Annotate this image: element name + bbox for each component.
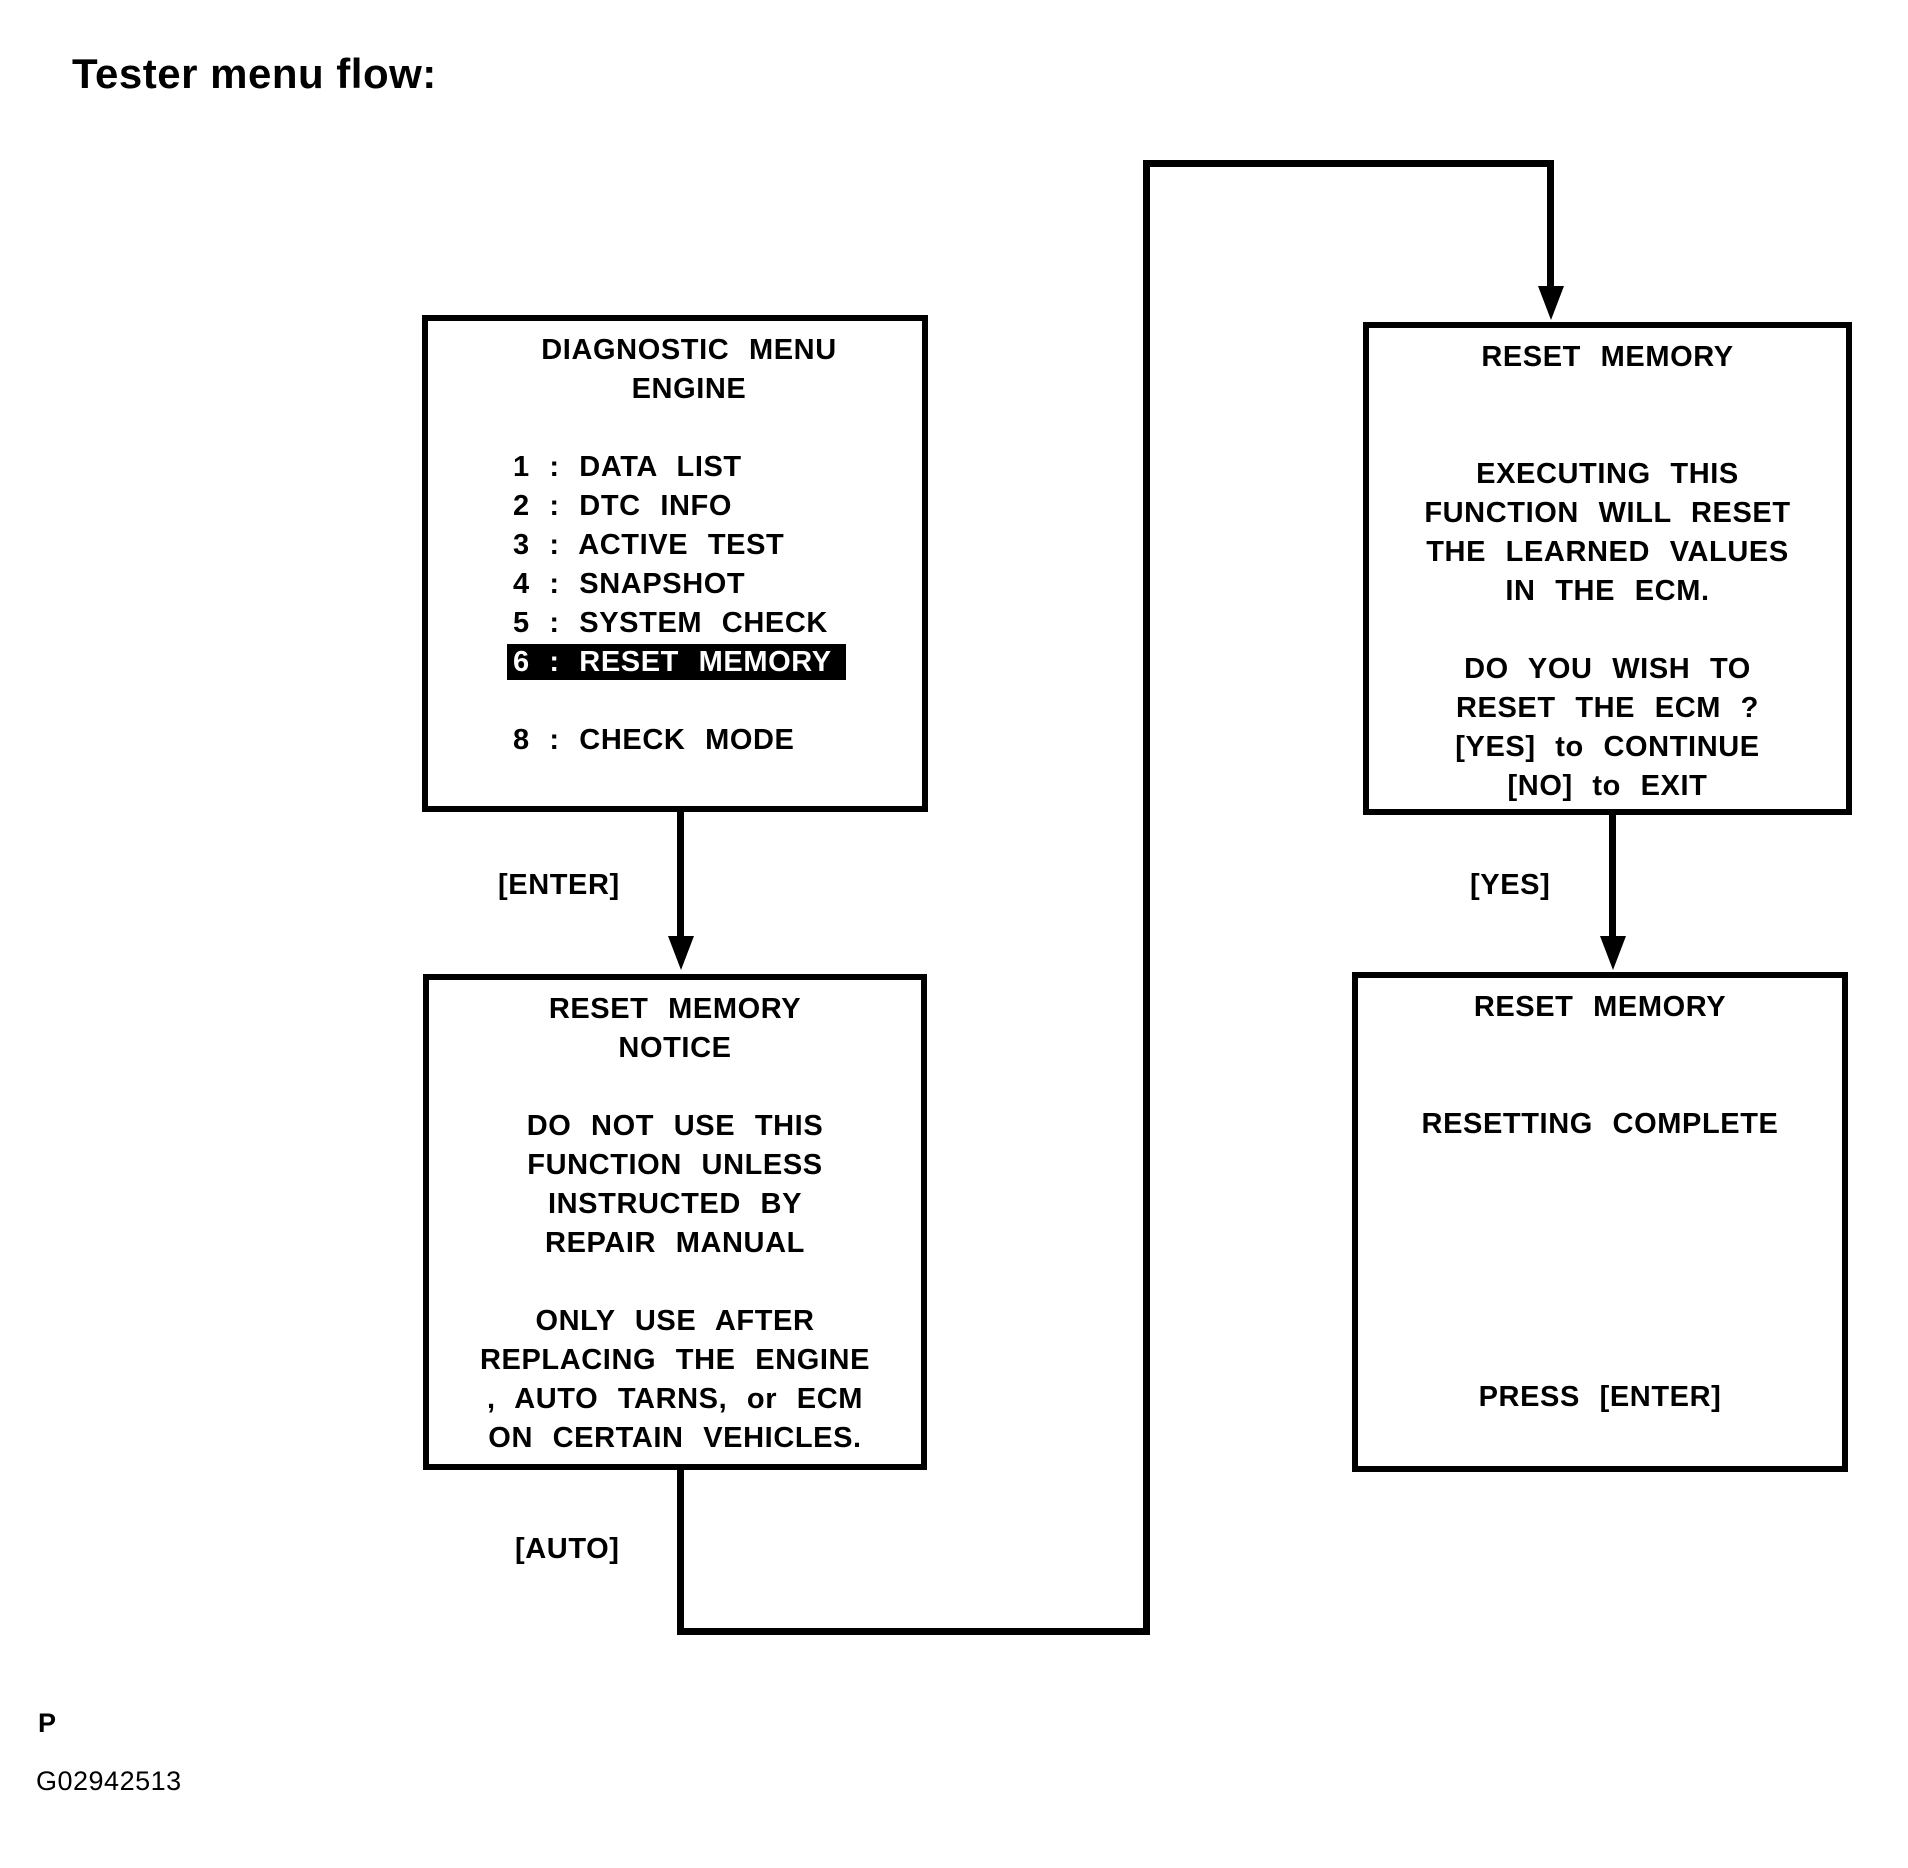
edge-label-enter: [ENTER]	[498, 869, 620, 901]
screen-reset-notice: RESET MEMORY NOTICE DO NOT USE THIS FUNC…	[423, 974, 927, 1470]
notice-text-line: FUNCTION UNLESS	[527, 1149, 823, 1181]
selected-item-highlight: 6 : RESET MEMORY	[507, 644, 846, 680]
blank-line	[1369, 377, 1846, 416]
menu-item-active-test: 3 : ACTIVE TEST	[513, 529, 785, 561]
menu-item-snapshot: 4 : SNAPSHOT	[513, 568, 746, 600]
screen-title-line: DIAGNOSTIC MENU	[541, 334, 837, 366]
blank-line	[1358, 1261, 1842, 1300]
flow-line-notice-across	[677, 1628, 1150, 1635]
edge-label-yes: [YES]	[1470, 869, 1551, 901]
confirm-text-line: IN THE ECM.	[1505, 575, 1710, 607]
blank-line	[428, 682, 922, 721]
confirm-prompt-line: RESET THE ECM ?	[1455, 692, 1759, 724]
notice-text-line: ON CERTAIN VEHICLES.	[488, 1422, 862, 1454]
blank-line	[1358, 1339, 1842, 1378]
confirm-prompt-line: [NO] to EXIT	[1507, 770, 1708, 802]
menu-item-reset-memory-selected: 6 : RESET MEMORY	[428, 643, 922, 682]
blank-line	[429, 1263, 921, 1302]
screen-diagnostic-menu: DIAGNOSTIC MENU ENGINE 1 : DATA LIST 2 :…	[422, 315, 928, 812]
screen-reset-complete: RESET MEMORY RESETTING COMPLETE PRESS [E…	[1352, 972, 1848, 1472]
footer-figure-code: G02942513	[36, 1766, 182, 1796]
confirm-text-line: EXECUTING THIS	[1476, 458, 1739, 490]
arrow-down-icon	[1538, 286, 1564, 320]
flow-line-vertical-riser	[1143, 160, 1150, 1635]
menu-item-system-check: 5 : SYSTEM CHECK	[513, 607, 828, 639]
blank-line	[1358, 1300, 1842, 1339]
screen-title-line: RESET MEMORY	[1481, 341, 1734, 373]
flow-line-menu-to-notice	[677, 812, 684, 938]
screen-reset-confirm: RESET MEMORY EXECUTING THIS FUNCTION WIL…	[1363, 322, 1852, 815]
blank-line	[429, 1068, 921, 1107]
blank-line	[1358, 1144, 1842, 1183]
confirm-prompt-line: DO YOU WISH TO	[1464, 653, 1751, 685]
flow-line-into-confirm	[1547, 160, 1554, 288]
screen-title-line: ENGINE	[631, 373, 747, 405]
notice-text-line: , AUTO TARNS, or ECM	[486, 1383, 864, 1415]
menu-item-dtc-info: 2 : DTC INFO	[513, 490, 733, 522]
footer-page-mark: P	[38, 1708, 57, 1738]
blank-line	[1369, 611, 1846, 650]
arrow-down-icon	[1600, 936, 1626, 970]
blank-line	[1358, 1222, 1842, 1261]
confirm-prompt-line: [YES] to CONTINUE	[1455, 731, 1760, 763]
notice-text-line: DO NOT USE THIS	[526, 1110, 824, 1142]
menu-item-check-mode: 8 : CHECK MODE	[513, 724, 795, 756]
screen-title-line: RESET MEMORY	[548, 993, 802, 1025]
action-text: PRESS [ENTER]	[1478, 1381, 1722, 1413]
blank-line	[1358, 1183, 1842, 1222]
blank-line	[1369, 416, 1846, 455]
status-text: RESETTING COMPLETE	[1421, 1108, 1779, 1140]
blank-line	[428, 409, 922, 448]
blank-line	[1358, 1066, 1842, 1105]
notice-text-line: INSTRUCTED BY	[547, 1188, 803, 1220]
notice-text-line: REPAIR MANUAL	[545, 1227, 805, 1259]
confirm-text-line: THE LEARNED VALUES	[1426, 536, 1789, 568]
edge-label-auto: [AUTO]	[515, 1533, 620, 1565]
blank-line	[1358, 1027, 1842, 1066]
arrow-down-icon	[668, 936, 694, 970]
flow-line-confirm-to-complete	[1609, 815, 1616, 938]
page-title: Tester menu flow:	[72, 50, 437, 97]
notice-text-line: REPLACING THE ENGINE	[479, 1344, 871, 1376]
menu-item-data-list: 1 : DATA LIST	[513, 451, 742, 483]
screen-title-line: NOTICE	[618, 1032, 732, 1064]
notice-text-line: ONLY USE AFTER	[535, 1305, 815, 1337]
screen-title-line: RESET MEMORY	[1473, 991, 1727, 1023]
confirm-text-line: FUNCTION WILL RESET	[1424, 497, 1791, 529]
flow-line-notice-down	[677, 1470, 684, 1635]
flow-line-top-across	[1143, 160, 1554, 167]
